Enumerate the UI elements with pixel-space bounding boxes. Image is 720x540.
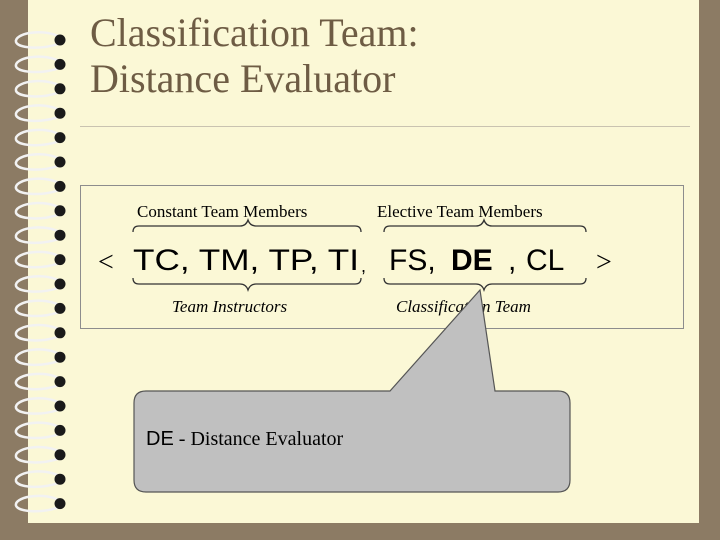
binding-ring <box>14 153 59 171</box>
binding-ring <box>14 55 59 74</box>
binding-hole <box>54 229 66 241</box>
instructors-bottom-brace <box>132 277 362 293</box>
callout-text: DE - Distance Evaluator <box>146 428 343 451</box>
constant-top-brace <box>132 217 362 233</box>
classification-bottom-brace <box>383 277 587 293</box>
binding-hole <box>54 34 66 46</box>
slide-title: Classification Team: Distance Evaluator <box>90 10 419 102</box>
binding-ring <box>14 275 59 293</box>
binding-ring <box>14 348 59 367</box>
binding-ring <box>14 445 59 464</box>
callout-definition: - Distance Evaluator <box>173 428 344 450</box>
binding-ring <box>14 79 59 98</box>
binding-ring <box>14 250 59 269</box>
binding-hole <box>54 278 66 290</box>
binding-hole <box>54 180 66 192</box>
binding-hole <box>54 351 66 363</box>
cl-member: CL <box>526 244 564 277</box>
title-divider <box>80 126 690 127</box>
binding-hole <box>54 327 66 339</box>
binding-hole <box>54 449 66 461</box>
binding-ring <box>14 421 59 440</box>
binding-ring <box>14 470 59 489</box>
callout-abbreviation: DE <box>146 428 174 450</box>
binding-ring <box>14 494 59 513</box>
binding-ring <box>14 323 59 342</box>
classification-team-label: Classification Team <box>396 297 531 316</box>
binding-hole <box>54 376 66 388</box>
title-line-2: Distance Evaluator <box>90 56 396 101</box>
binding-hole <box>54 400 66 412</box>
binding-ring <box>14 128 59 147</box>
open-angle-bracket: < <box>98 247 114 278</box>
binding-hole <box>54 302 66 314</box>
binding-ring <box>14 372 59 391</box>
de-member: DE <box>451 244 493 277</box>
binding-hole <box>54 254 66 266</box>
callout-shape <box>133 288 571 493</box>
binding-hole <box>54 473 66 485</box>
binding-ring <box>14 299 59 318</box>
constant-members-label: Constant Team Members <box>137 202 307 221</box>
constant-members-list: TC, TM, TP, TI <box>133 244 359 277</box>
binding-hole <box>54 83 66 95</box>
binding-ring <box>14 177 59 196</box>
fs-member: FS, <box>389 244 436 277</box>
title-line-1: Classification Team: <box>90 10 419 55</box>
binding-ring <box>14 31 59 49</box>
binding-hole <box>54 58 66 70</box>
separator-comma: , <box>361 256 366 276</box>
binding-hole <box>54 107 66 119</box>
binding-hole <box>54 156 66 168</box>
team-diagram-box <box>80 185 684 329</box>
binding-ring <box>14 104 59 123</box>
binding-ring <box>14 397 59 415</box>
elective-members-label: Elective Team Members <box>377 202 543 221</box>
binding-hole <box>54 132 66 144</box>
team-instructors-label: Team Instructors <box>172 297 287 316</box>
binding-hole <box>54 205 66 217</box>
elective-top-brace <box>383 217 587 233</box>
binding-hole <box>54 424 66 436</box>
binding-hole <box>54 498 66 510</box>
spiral-binding <box>14 31 66 513</box>
close-angle-bracket: > <box>596 247 612 278</box>
binding-ring <box>14 201 59 220</box>
de-comma: , <box>508 244 516 277</box>
binding-ring <box>14 226 59 245</box>
